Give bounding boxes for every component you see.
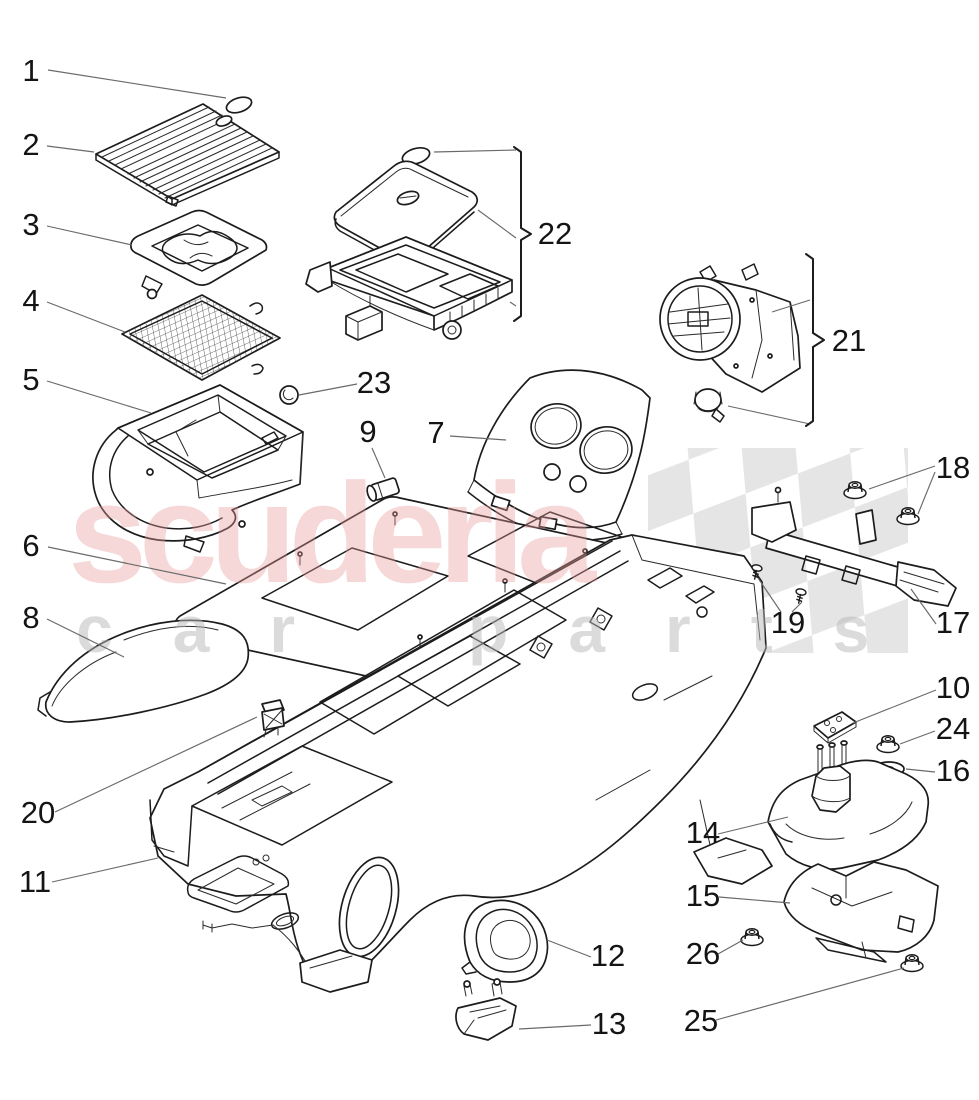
callout-15: 15 — [686, 878, 720, 913]
part-11-console-body — [149, 534, 773, 993]
part-14-mount-bracket — [767, 740, 930, 871]
callout-12: 12 — [591, 938, 625, 973]
callout-9: 9 — [359, 414, 376, 449]
callout-4: 4 — [22, 283, 39, 318]
watermark: scuderia car parts — [68, 454, 929, 666]
sub-watermark-parts: parts — [468, 592, 929, 666]
callout-20: 20 — [21, 795, 55, 830]
bracket-22 — [513, 146, 532, 322]
callout-26: 26 — [686, 936, 720, 971]
part-12-boot-trim — [461, 899, 549, 983]
part-22-armrest-assembly — [305, 146, 513, 341]
part-26-nut — [740, 928, 764, 947]
callout-3: 3 — [22, 207, 39, 242]
brand-watermark-text: scuderia — [68, 454, 597, 613]
part-21-vent-assembly — [659, 263, 801, 423]
part-7-front-trim — [467, 369, 651, 541]
callout-8: 8 — [22, 600, 39, 635]
callout-17: 17 — [936, 605, 970, 640]
callout-24: 24 — [936, 711, 970, 746]
callout-6: 6 — [22, 528, 39, 563]
part-13-bracket — [455, 978, 517, 1041]
part-15-lower-bracket — [783, 861, 939, 963]
part-17-support-bracket — [751, 486, 957, 607]
callout-11: 11 — [19, 864, 51, 899]
callout-5: 5 — [22, 362, 39, 397]
part-10-plate — [813, 711, 857, 744]
callout-2: 2 — [22, 127, 39, 162]
callout-16: 16 — [936, 753, 970, 788]
part-8-cover — [37, 619, 250, 723]
callout-7: 7 — [427, 415, 444, 450]
callout-10: 10 — [936, 670, 970, 705]
group-brackets — [513, 146, 825, 427]
callout-1: 1 — [22, 53, 39, 88]
part-25-nut — [900, 954, 924, 973]
callout-14: 14 — [686, 815, 720, 850]
part-9-pin — [366, 477, 400, 502]
callout-22: 22 — [538, 216, 572, 251]
leader-lines — [46, 69, 937, 1030]
callout-18: 18 — [936, 450, 970, 485]
callout-13: 13 — [592, 1006, 626, 1041]
part-4-mesh-insert — [121, 294, 281, 381]
callout-19: 19 — [771, 605, 805, 640]
part-3-cupholder-frame — [130, 209, 268, 300]
part-23-bushing — [279, 385, 299, 405]
callout-25: 25 — [684, 1003, 718, 1038]
part-24-nut — [876, 735, 900, 754]
sub-watermark-car: car — [76, 592, 355, 666]
bracket-21 — [805, 253, 825, 427]
callout-21: 21 — [832, 323, 866, 358]
part-2-roller-cover — [95, 103, 280, 207]
part-1-cap — [225, 96, 253, 114]
part-5-storage-box — [92, 384, 304, 553]
callout-labels: 1 2 3 4 5 6 7 8 9 10 11 12 13 14 15 16 1… — [19, 53, 970, 1041]
callout-23: 23 — [357, 365, 391, 400]
part-20-clip — [261, 699, 285, 738]
